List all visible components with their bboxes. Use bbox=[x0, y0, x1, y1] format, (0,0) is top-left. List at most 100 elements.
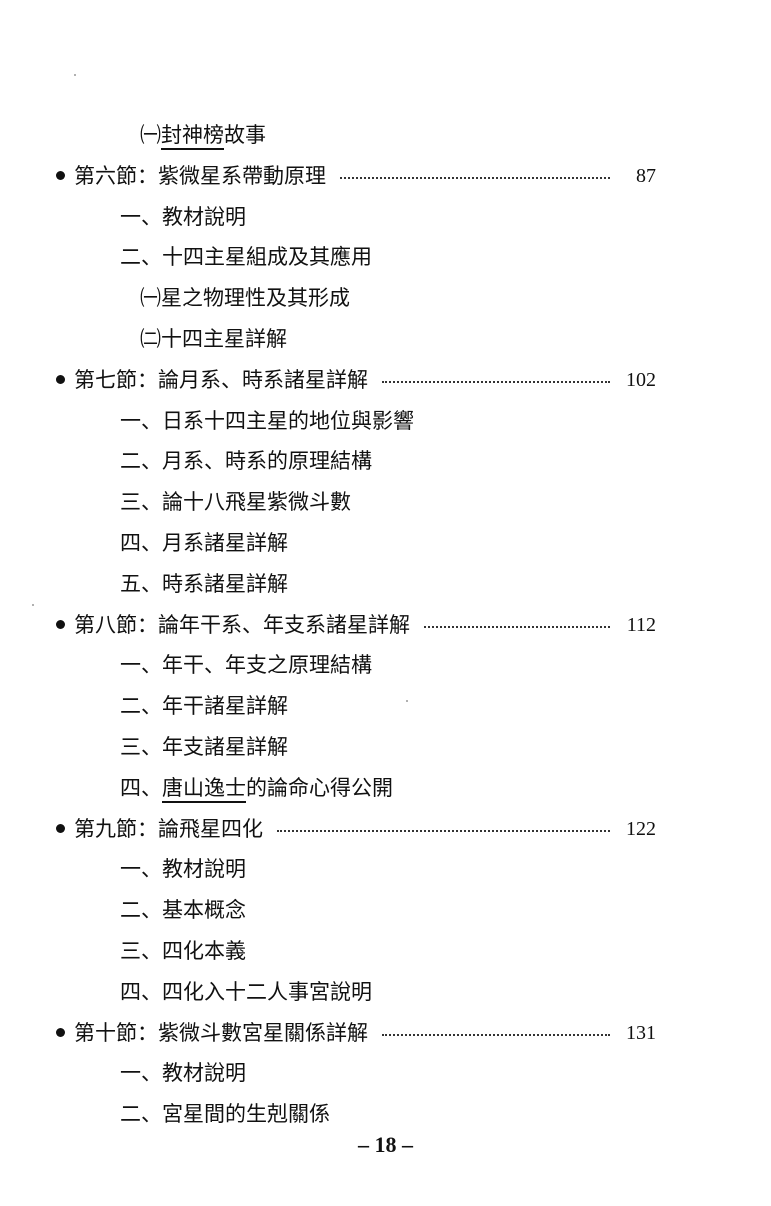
dot-leader bbox=[382, 1034, 610, 1036]
subsubsection-title: ㈡十四主星詳解 bbox=[140, 322, 287, 356]
toc-subentry: 一、教材說明 bbox=[0, 852, 771, 886]
toc-subentry: 四、唐山逸士的論命心得公開 bbox=[0, 771, 771, 805]
toc-subentry: 二、基本概念 bbox=[0, 893, 771, 927]
toc-subentry: 三、四化本義 bbox=[0, 934, 771, 968]
scan-speck bbox=[406, 700, 408, 702]
entry-title: 教材說明 bbox=[162, 1061, 246, 1085]
section-page-number: 131 bbox=[626, 1022, 656, 1044]
entry-number: 一、 bbox=[120, 205, 162, 229]
entry-title: 四化入十二人事宮說明 bbox=[162, 980, 372, 1004]
subsection-title: 一、教材說明 bbox=[120, 1056, 246, 1090]
entry-number: 二、 bbox=[120, 898, 162, 922]
bullet-icon bbox=[56, 824, 65, 833]
entry-number: 一、 bbox=[120, 409, 162, 433]
section-page-number: 87 bbox=[636, 165, 656, 187]
subsection-title: 三、年支諸星詳解 bbox=[120, 730, 288, 764]
entry-number: 二、 bbox=[120, 449, 162, 473]
entry-number: ㈠ bbox=[140, 286, 161, 310]
scan-speck bbox=[32, 604, 34, 606]
entry-number: 四、 bbox=[120, 980, 162, 1004]
subsection-title: 四、四化入十二人事宮說明 bbox=[120, 975, 372, 1009]
subsection-title: 二、十四主星組成及其應用 bbox=[120, 240, 372, 274]
entry-title: 日系十四主星的地位與影響 bbox=[162, 409, 414, 433]
section-page-number: 122 bbox=[626, 818, 656, 840]
entry-title: 教材說明 bbox=[162, 205, 246, 229]
subsection-title: 四、月系諸星詳解 bbox=[120, 526, 288, 560]
entry-title: 四化本義 bbox=[162, 939, 246, 963]
subsection-title: 三、論十八飛星紫微斗數 bbox=[120, 485, 351, 519]
underlined-name: 唐山逸士 bbox=[162, 776, 246, 803]
dot-leader bbox=[424, 626, 610, 628]
entry-number: ㈡ bbox=[140, 327, 161, 351]
toc-subentry: 四、月系諸星詳解 bbox=[0, 526, 771, 560]
entry-number: 三、 bbox=[120, 735, 162, 759]
entry-title: 教材說明 bbox=[162, 857, 246, 881]
bullet-icon bbox=[56, 1028, 65, 1037]
entry-title: 十四主星組成及其應用 bbox=[162, 245, 372, 269]
toc-subentry: ㈠星之物理性及其形成 bbox=[0, 281, 771, 315]
entry-title: 十四主星詳解 bbox=[161, 327, 287, 351]
entry-title: 封神榜故事 bbox=[161, 123, 266, 150]
subsubsection-title: ㈠封神榜故事 bbox=[140, 118, 266, 152]
subsection-title: 二、年干諸星詳解 bbox=[120, 689, 288, 723]
toc-subentry: 三、論十八飛星紫微斗數 bbox=[0, 485, 771, 519]
toc-subentry: 一、日系十四主星的地位與影響 bbox=[0, 404, 771, 438]
toc-subentry: ㈡十四主星詳解 bbox=[0, 322, 771, 356]
entry-number: 四、 bbox=[120, 531, 162, 555]
section-title: 第十節：紫微斗數宮星關係詳解 bbox=[74, 1021, 368, 1045]
underlined-name: 封神榜 bbox=[161, 123, 224, 150]
entry-title: 論十八飛星紫微斗數 bbox=[162, 490, 351, 514]
toc-section-entry: 第七節：論月系、時系諸星詳解 102 bbox=[0, 363, 771, 397]
section-title: 第七節：論月系、時系諸星詳解 bbox=[74, 368, 368, 392]
entry-title: 宮星間的生剋關係 bbox=[162, 1102, 330, 1126]
dot-leader bbox=[277, 830, 610, 832]
entry-number: 一、 bbox=[120, 857, 162, 881]
section-page-number: 102 bbox=[626, 369, 656, 391]
subsubsection-title: ㈠星之物理性及其形成 bbox=[140, 281, 350, 315]
bullet-icon bbox=[56, 375, 65, 384]
toc-subentry: 二、十四主星組成及其應用 bbox=[0, 240, 771, 274]
toc-subentry: 二、宮星間的生剋關係 bbox=[0, 1097, 771, 1131]
entry-title: 基本概念 bbox=[162, 898, 246, 922]
entry-number: 二、 bbox=[120, 245, 162, 269]
bullet-icon bbox=[56, 620, 65, 629]
entry-title: 時系諸星詳解 bbox=[162, 572, 288, 596]
dot-leader bbox=[382, 381, 610, 383]
section-title: 第六節：紫微星系帶動原理 bbox=[74, 164, 326, 188]
entry-title: 年干、年支之原理結構 bbox=[162, 653, 372, 677]
entry-number: 三、 bbox=[120, 490, 162, 514]
toc-subentry: 二、年干諸星詳解 bbox=[0, 689, 771, 723]
scan-speck bbox=[74, 74, 76, 76]
toc-section-entry: 第九節：論飛星四化 122 bbox=[0, 812, 771, 846]
toc-subentry: 五、時系諸星詳解 bbox=[0, 567, 771, 601]
section-page-number: 112 bbox=[626, 614, 656, 636]
toc-subentry: 一、教材說明 bbox=[0, 200, 771, 234]
entry-number: 二、 bbox=[120, 694, 162, 718]
entry-number: ㈠ bbox=[140, 123, 161, 147]
toc-section-entry: 第十節：紫微斗數宮星關係詳解 131 bbox=[0, 1016, 771, 1050]
entry-number: 二、 bbox=[120, 1102, 162, 1126]
subsection-title: 二、月系、時系的原理結構 bbox=[120, 444, 372, 478]
entry-title: 唐山逸士的論命心得公開 bbox=[162, 776, 393, 803]
section-title: 第九節：論飛星四化 bbox=[74, 817, 263, 841]
subsection-title: 一、教材說明 bbox=[120, 852, 246, 886]
subsection-title: 三、四化本義 bbox=[120, 934, 246, 968]
entry-number: 四、 bbox=[120, 776, 162, 800]
subsection-title: 一、年干、年支之原理結構 bbox=[120, 648, 372, 682]
entry-number: 三、 bbox=[120, 939, 162, 963]
toc-subentry: 二、月系、時系的原理結構 bbox=[0, 444, 771, 478]
bullet-icon bbox=[56, 171, 65, 180]
subsection-title: 二、宮星間的生剋關係 bbox=[120, 1097, 330, 1131]
subsection-title: 二、基本概念 bbox=[120, 893, 246, 927]
entry-title: 年干諸星詳解 bbox=[162, 694, 288, 718]
subsection-title: 五、時系諸星詳解 bbox=[120, 567, 288, 601]
entry-number: 五、 bbox=[120, 572, 162, 596]
entry-title: 年支諸星詳解 bbox=[162, 735, 288, 759]
toc-subentry: 一、年干、年支之原理結構 bbox=[0, 648, 771, 682]
toc-subentry: 一、教材說明 bbox=[0, 1056, 771, 1090]
subsection-title: 四、唐山逸士的論命心得公開 bbox=[120, 771, 393, 805]
subsection-title: 一、教材說明 bbox=[120, 200, 246, 234]
subsection-title: 一、日系十四主星的地位與影響 bbox=[120, 404, 414, 438]
page-number: – 18 – bbox=[358, 1132, 413, 1157]
